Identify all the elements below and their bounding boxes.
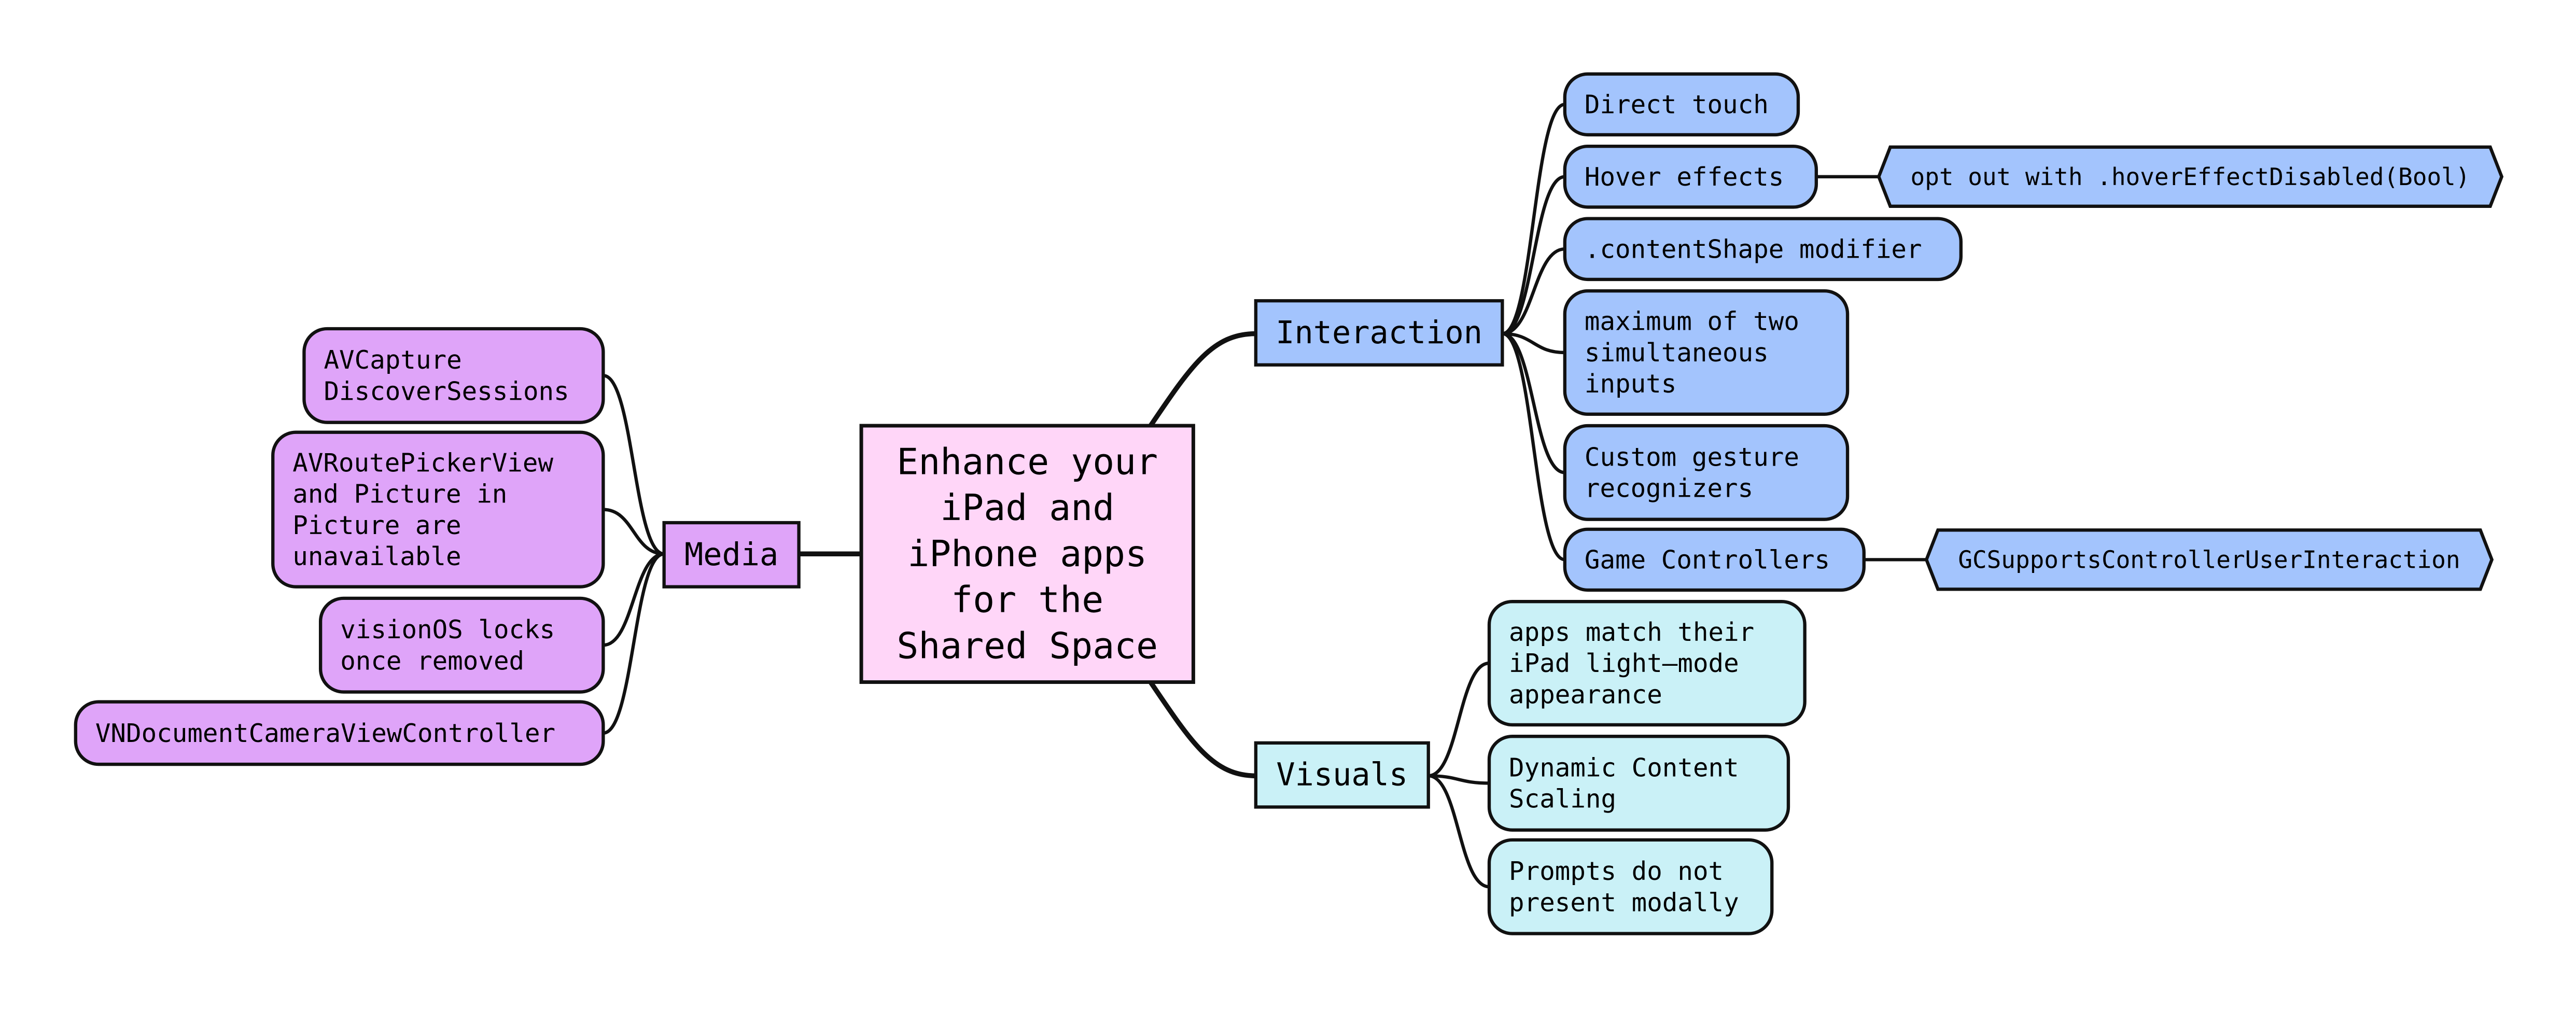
connector-line bbox=[601, 552, 666, 735]
connector-line bbox=[1148, 679, 1258, 778]
node-label-line: and Picture in bbox=[292, 479, 507, 509]
leaf-box bbox=[1487, 838, 1774, 935]
node-label-line: DiscoverSessions bbox=[324, 376, 569, 406]
connector-line bbox=[1501, 247, 1567, 335]
node-label-line: simultaneous bbox=[1585, 338, 1769, 368]
leaf-box bbox=[74, 700, 605, 766]
node-label-line: VNDocumentCameraViewController bbox=[95, 718, 555, 748]
root-box bbox=[859, 424, 1195, 684]
node-label-line: Custom gesture bbox=[1585, 442, 1799, 472]
connector-line bbox=[1501, 332, 1567, 562]
connector-line bbox=[601, 552, 666, 647]
node-label-line: present modally bbox=[1509, 887, 1739, 917]
note-label: GCSupportsControllerUserInteraction bbox=[1958, 545, 2460, 573]
connector-line bbox=[1426, 774, 1491, 889]
branch-visuals: Visuals bbox=[1254, 741, 1430, 809]
node-label-line: iPhone apps bbox=[907, 533, 1147, 575]
node-label-line: maximum of two bbox=[1585, 306, 1799, 337]
node-label-line: Hover effects bbox=[1585, 162, 1784, 192]
node-label-line: iPad and bbox=[940, 487, 1114, 529]
note-hexagon bbox=[1877, 145, 2504, 208]
node-label-line: iPad light–mode bbox=[1509, 648, 1739, 678]
node-label-line: .contentShape modifier bbox=[1585, 234, 1922, 264]
visuals-box bbox=[1254, 741, 1430, 809]
node-label-line: recognizers bbox=[1585, 473, 1753, 503]
connector-line bbox=[601, 508, 666, 556]
leaf-note: opt out with .hoverEffectDisabled(Bool) bbox=[1877, 145, 2504, 208]
node-label-line: visionOS locks bbox=[340, 614, 555, 644]
node-label-line: AVCapture bbox=[324, 345, 461, 375]
node-label-line: Direct touch bbox=[1585, 89, 1769, 119]
leaf-box bbox=[318, 596, 605, 694]
connector-line bbox=[1148, 331, 1258, 428]
leaf-box bbox=[271, 430, 605, 588]
node-label-line: for the bbox=[951, 579, 1103, 621]
node-label-line: inputs bbox=[1585, 369, 1676, 399]
leaf-box bbox=[1487, 734, 1790, 832]
leaf-box bbox=[1487, 600, 1807, 727]
connector-line bbox=[1426, 774, 1491, 785]
connector-line bbox=[1501, 332, 1567, 355]
leaf-box bbox=[1563, 527, 1866, 592]
leaf-box bbox=[302, 327, 605, 424]
leaf-box bbox=[1563, 217, 1963, 282]
interaction-leaf: .contentShape modifier bbox=[1563, 217, 1963, 282]
interaction-leaf: Hover effects bbox=[1563, 144, 1818, 209]
connector-edges bbox=[601, 103, 1928, 889]
node-label-line: Dynamic Content bbox=[1509, 752, 1739, 782]
note-label: opt out with .hoverEffectDisabled(Bool) bbox=[1911, 163, 2470, 191]
interaction-leaf: Direct touch bbox=[1563, 72, 1800, 137]
node-label-line: apps match their bbox=[1509, 617, 1754, 647]
node-label-line: once removed bbox=[340, 646, 524, 676]
media-box bbox=[662, 521, 801, 588]
branch-interaction: Interaction bbox=[1254, 299, 1504, 367]
node-label-line: Prompts do not bbox=[1509, 856, 1724, 886]
leaf-note: GCSupportsControllerUserInteraction bbox=[1924, 528, 2494, 591]
connector-line bbox=[1501, 332, 1567, 474]
interaction-label: Interaction bbox=[1276, 315, 1482, 351]
connector-line bbox=[1501, 103, 1567, 335]
node-label-line: Scaling bbox=[1509, 784, 1616, 814]
node-label-line: Enhance your bbox=[897, 441, 1158, 483]
node-label-line: AVRoutePickerView bbox=[292, 447, 553, 478]
branch-media: Media bbox=[662, 521, 801, 588]
connector-line bbox=[1426, 661, 1491, 778]
leaf-box bbox=[1563, 72, 1800, 137]
connector-line bbox=[1501, 175, 1567, 335]
visuals-label: Visuals bbox=[1276, 757, 1408, 793]
media-leaf: VNDocumentCameraViewController bbox=[74, 700, 605, 766]
node-label-line: Shared Space bbox=[897, 625, 1158, 667]
node-label-line: Game Controllers bbox=[1585, 544, 1830, 574]
leaf-box bbox=[1563, 144, 1818, 209]
interaction-leaf: Game Controllers bbox=[1563, 527, 1866, 592]
leaf-box bbox=[1563, 424, 1850, 521]
node-label-line: unavailable bbox=[292, 541, 461, 571]
node-label-line: appearance bbox=[1509, 679, 1662, 709]
media-label: Media bbox=[684, 537, 778, 573]
note-hexagon bbox=[1924, 528, 2494, 591]
leaf-box bbox=[1563, 289, 1850, 416]
connector-line bbox=[601, 374, 666, 556]
interaction-box bbox=[1254, 299, 1504, 367]
node-label-line: Picture are bbox=[292, 510, 461, 540]
